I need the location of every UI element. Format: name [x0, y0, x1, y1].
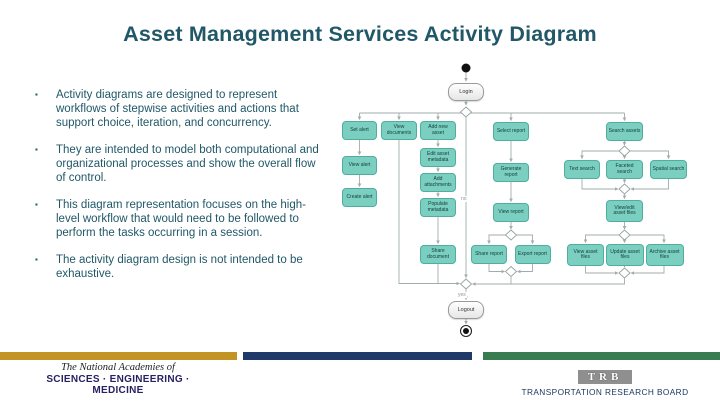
action-node-add-new-asset: Add new asset [420, 121, 456, 140]
bullet-text: The activity diagram design is not inten… [56, 254, 303, 280]
action-node-select-report: Select report [493, 122, 529, 141]
logout-node: Logout [448, 301, 484, 319]
decision-diamond-icon [618, 183, 631, 195]
action-node-share-report: Share report [471, 245, 507, 264]
trb-logo-icon: TRB [577, 369, 633, 384]
bullet-icon: ▪ [35, 145, 38, 154]
action-node-view-alert: View alert [342, 156, 377, 175]
list-item: ▪ They are intended to model both comput… [35, 143, 325, 185]
trb-caption: TRANSPORTATION RESEARCH BOARD [521, 386, 689, 397]
bullet-text: Activity diagrams are designed to repres… [56, 89, 299, 129]
action-node-edit-asset-metadata: Edit asset metadata [420, 148, 456, 167]
action-node-add-attachments: Add attachments [420, 173, 456, 192]
trb-logo: TRB TRANSPORTATION RESEARCH BOARD [505, 367, 705, 397]
action-node-spatial-search: Spatial search [650, 160, 687, 179]
action-node-view-documents: View documents [381, 121, 417, 140]
decision-diamond-icon [618, 229, 631, 241]
decision-diamond-icon [459, 106, 473, 118]
list-item: ▪ Activity diagrams are designed to repr… [35, 88, 325, 130]
footer-bar-gold [0, 351, 237, 360]
edge-guard-no: no [460, 196, 468, 202]
action-node-faceted-search: Faceted search [606, 160, 643, 179]
footer-bar-navy [242, 351, 472, 360]
decision-diamond-icon [618, 267, 631, 279]
action-node-view-edit-asset-files: View/edit asset files [606, 200, 643, 222]
bullet-icon: ▪ [35, 255, 38, 264]
action-node-generate-report: Generate report [493, 163, 529, 182]
decision-diamond-icon [504, 265, 518, 278]
action-node-export-report: Export report [514, 245, 551, 264]
bullet-list: ▪ Activity diagrams are designed to repr… [35, 88, 325, 294]
list-item: ▪ The activity diagram design is not int… [35, 253, 325, 281]
action-node-create-alert: Create alert [342, 188, 377, 207]
edge-guard-yes: yes [457, 292, 467, 298]
academies-tagline: The National Academies of [61, 362, 175, 373]
login-node: Login [448, 83, 484, 101]
start-node-icon [461, 63, 471, 73]
action-node-archive-asset-files: Archive asset files [645, 244, 684, 266]
bullet-icon: ▪ [35, 90, 38, 99]
action-node-share-document: Share document [420, 245, 456, 264]
action-node-text-search: Text search [564, 160, 600, 179]
academies-disciplines: SCIENCES · ENGINEERING · MEDICINE [46, 374, 190, 396]
flow-edges [357, 72, 671, 325]
page-title: Asset Management Services Activity Diagr… [123, 22, 597, 46]
decision-diamond-icon [504, 229, 518, 241]
list-item: ▪ This diagram representation focuses on… [35, 198, 325, 240]
action-node-view-report: View report [493, 203, 529, 222]
action-node-update-asset-files: Update asset files [606, 244, 644, 266]
bullet-icon: ▪ [35, 200, 38, 209]
decision-diamond-icon [618, 145, 631, 157]
action-node-set-alert: Set alert [342, 121, 377, 140]
national-academies-logo: The National Academies of SCIENCES · ENG… [20, 362, 216, 396]
action-node-view-asset-files: View asset files [567, 244, 604, 266]
end-node-icon [459, 324, 473, 338]
footer-bar-green [483, 351, 720, 360]
action-node-search-assets: Search assets [606, 122, 643, 141]
action-node-populate-metadata: Populate metadata [420, 198, 456, 217]
decision-diamond-icon [459, 278, 473, 290]
bullet-text: This diagram representation focuses on t… [56, 199, 306, 239]
bullet-text: They are intended to model both computat… [56, 144, 319, 184]
